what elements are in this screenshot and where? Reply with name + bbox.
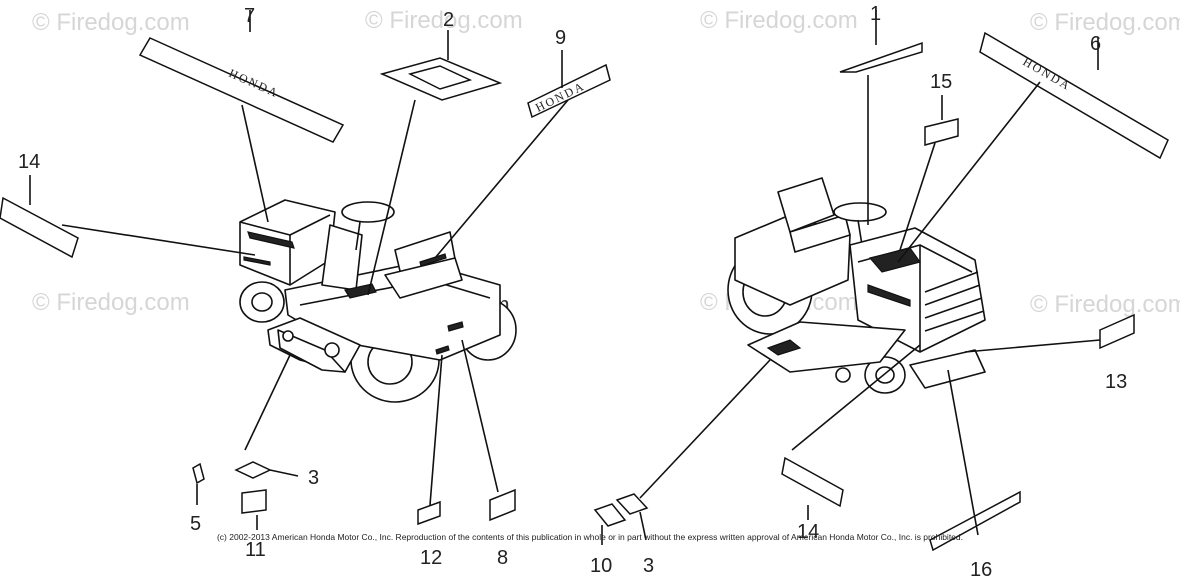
watermark-text: © Firedog.com bbox=[32, 9, 190, 36]
leader-lines bbox=[29, 10, 1101, 545]
decal-12 bbox=[417, 500, 441, 526]
decal-10 bbox=[593, 503, 627, 527]
decal-11 bbox=[241, 489, 267, 514]
decal-5 bbox=[192, 462, 205, 485]
copyright-notice: (c) 2002-2013 American Honda Motor Co., … bbox=[216, 532, 964, 542]
callout-13: 13 bbox=[1105, 371, 1127, 393]
callout-12: 12 bbox=[420, 547, 442, 569]
decal-1 bbox=[839, 41, 923, 73]
decal-14-left bbox=[0, 196, 79, 259]
callout-10: 10 bbox=[590, 555, 612, 577]
decal-3-right bbox=[615, 493, 649, 515]
callout-6: 6 bbox=[1090, 33, 1101, 55]
callout-1: 1 bbox=[870, 3, 881, 25]
watermark-text: © Firedog.com bbox=[1030, 291, 1180, 318]
callout-3-right: 3 bbox=[643, 555, 654, 577]
decal-6-honda-strip: HONDA bbox=[979, 31, 1169, 160]
callout-2: 2 bbox=[443, 9, 454, 31]
decal-8 bbox=[489, 488, 516, 522]
decal-7-honda-strip: HONDA bbox=[138, 37, 345, 143]
decal-parts: HONDA HONDA HONDA bbox=[0, 31, 1169, 552]
decal-14-right bbox=[781, 456, 844, 508]
right-tractor-illustration bbox=[727, 177, 986, 394]
watermark-text: © Firedog.com bbox=[700, 7, 858, 34]
decal-9-honda-plate: HONDA bbox=[527, 63, 611, 119]
callout-7: 7 bbox=[244, 5, 255, 27]
decal-15 bbox=[924, 118, 959, 146]
callout-14-left: 14 bbox=[18, 151, 40, 173]
callout-9: 9 bbox=[555, 27, 566, 49]
watermark-text: © Firedog.com bbox=[1030, 9, 1180, 36]
callout-numbers: 7 2 9 14 1 6 15 13 3 5 11 12 8 10 3 14 1… bbox=[18, 3, 1127, 581]
watermark-text: © Firedog.com bbox=[365, 7, 523, 34]
decal-13 bbox=[1099, 313, 1135, 350]
callout-8: 8 bbox=[497, 547, 508, 569]
callout-14-right: 14 bbox=[797, 521, 819, 543]
watermark-text: © Firedog.com bbox=[32, 289, 190, 316]
decal-2 bbox=[379, 57, 503, 101]
decal-3-left bbox=[234, 461, 272, 479]
left-tractor-illustration bbox=[239, 199, 517, 403]
callout-3-left: 3 bbox=[308, 467, 319, 489]
callout-5: 5 bbox=[190, 513, 201, 535]
callout-16: 16 bbox=[970, 559, 992, 581]
callout-15: 15 bbox=[930, 71, 952, 93]
callout-11: 11 bbox=[245, 539, 266, 561]
